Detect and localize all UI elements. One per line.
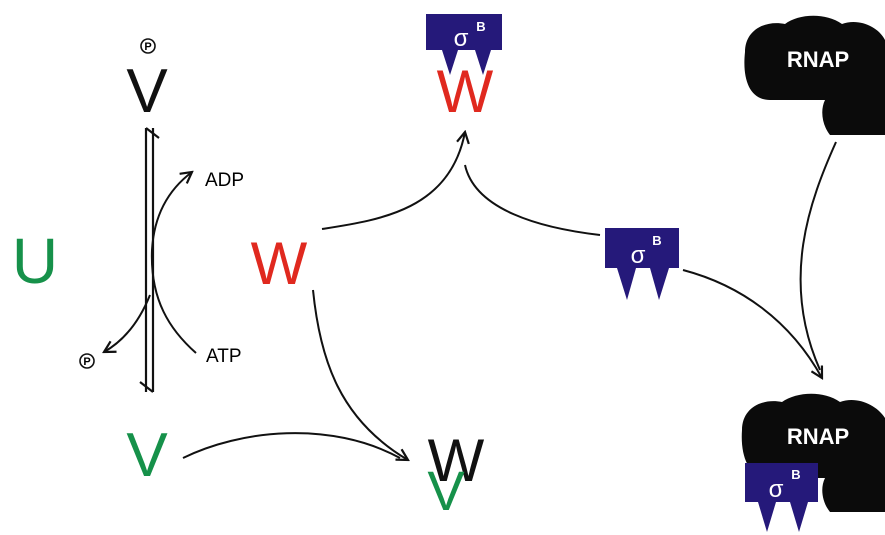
svg-text:B: B [652,233,661,248]
svg-text:σ: σ [454,25,469,52]
phosphate-icon: P [79,353,95,369]
svg-text:P: P [144,41,151,53]
w-to-complex-arrow [321,132,465,230]
sigma-b-free: σ B [605,228,679,300]
phosphorylated-v: P V [126,38,168,126]
sigma-factor-icon [745,463,818,532]
v-to-wv-arrow [182,432,401,459]
phosphorylation-double-arrow [139,127,160,393]
sigma-factor-icon [426,14,502,75]
sigma-factor-icon [605,228,679,300]
rnap-icon [744,15,885,135]
svg-text:RNAP: RNAP [787,47,849,72]
sigma-to-complex-arrow [464,164,601,236]
v-phospho-letter: V [126,57,168,126]
rnap-icon [741,393,885,512]
w-letter-anti: W [428,427,485,494]
adp-label: ADP [205,170,244,191]
w-to-wv-arrow [312,289,408,460]
rnap-holoenzyme: RNAP σ B [741,393,885,532]
w-v-complex: W V [427,427,484,522]
phosphate-release-arrow [104,294,151,352]
svg-text:σ: σ [631,242,646,269]
svg-text:σ: σ [769,476,784,503]
w-letter-bound: W [437,58,494,125]
v-letter-anti: V [427,459,465,522]
rnap-free: RNAP [744,15,885,135]
w-sigma-b-complex: σ B W [426,14,502,125]
atp-label: ATP [206,346,242,367]
v-letter: V [126,421,168,490]
svg-text:B: B [791,467,800,482]
sigma-to-holoenzyme-arrow [682,269,822,378]
rnap-to-holoenzyme-arrow [799,141,837,371]
atp-adp-arrow [150,172,197,354]
phosphate-icon: P [140,38,156,54]
svg-text:RNAP: RNAP [787,424,849,449]
svg-text:B: B [476,19,485,34]
svg-text:P: P [83,356,90,368]
u-letter: U [12,225,58,297]
w-letter-free: W [251,230,308,297]
